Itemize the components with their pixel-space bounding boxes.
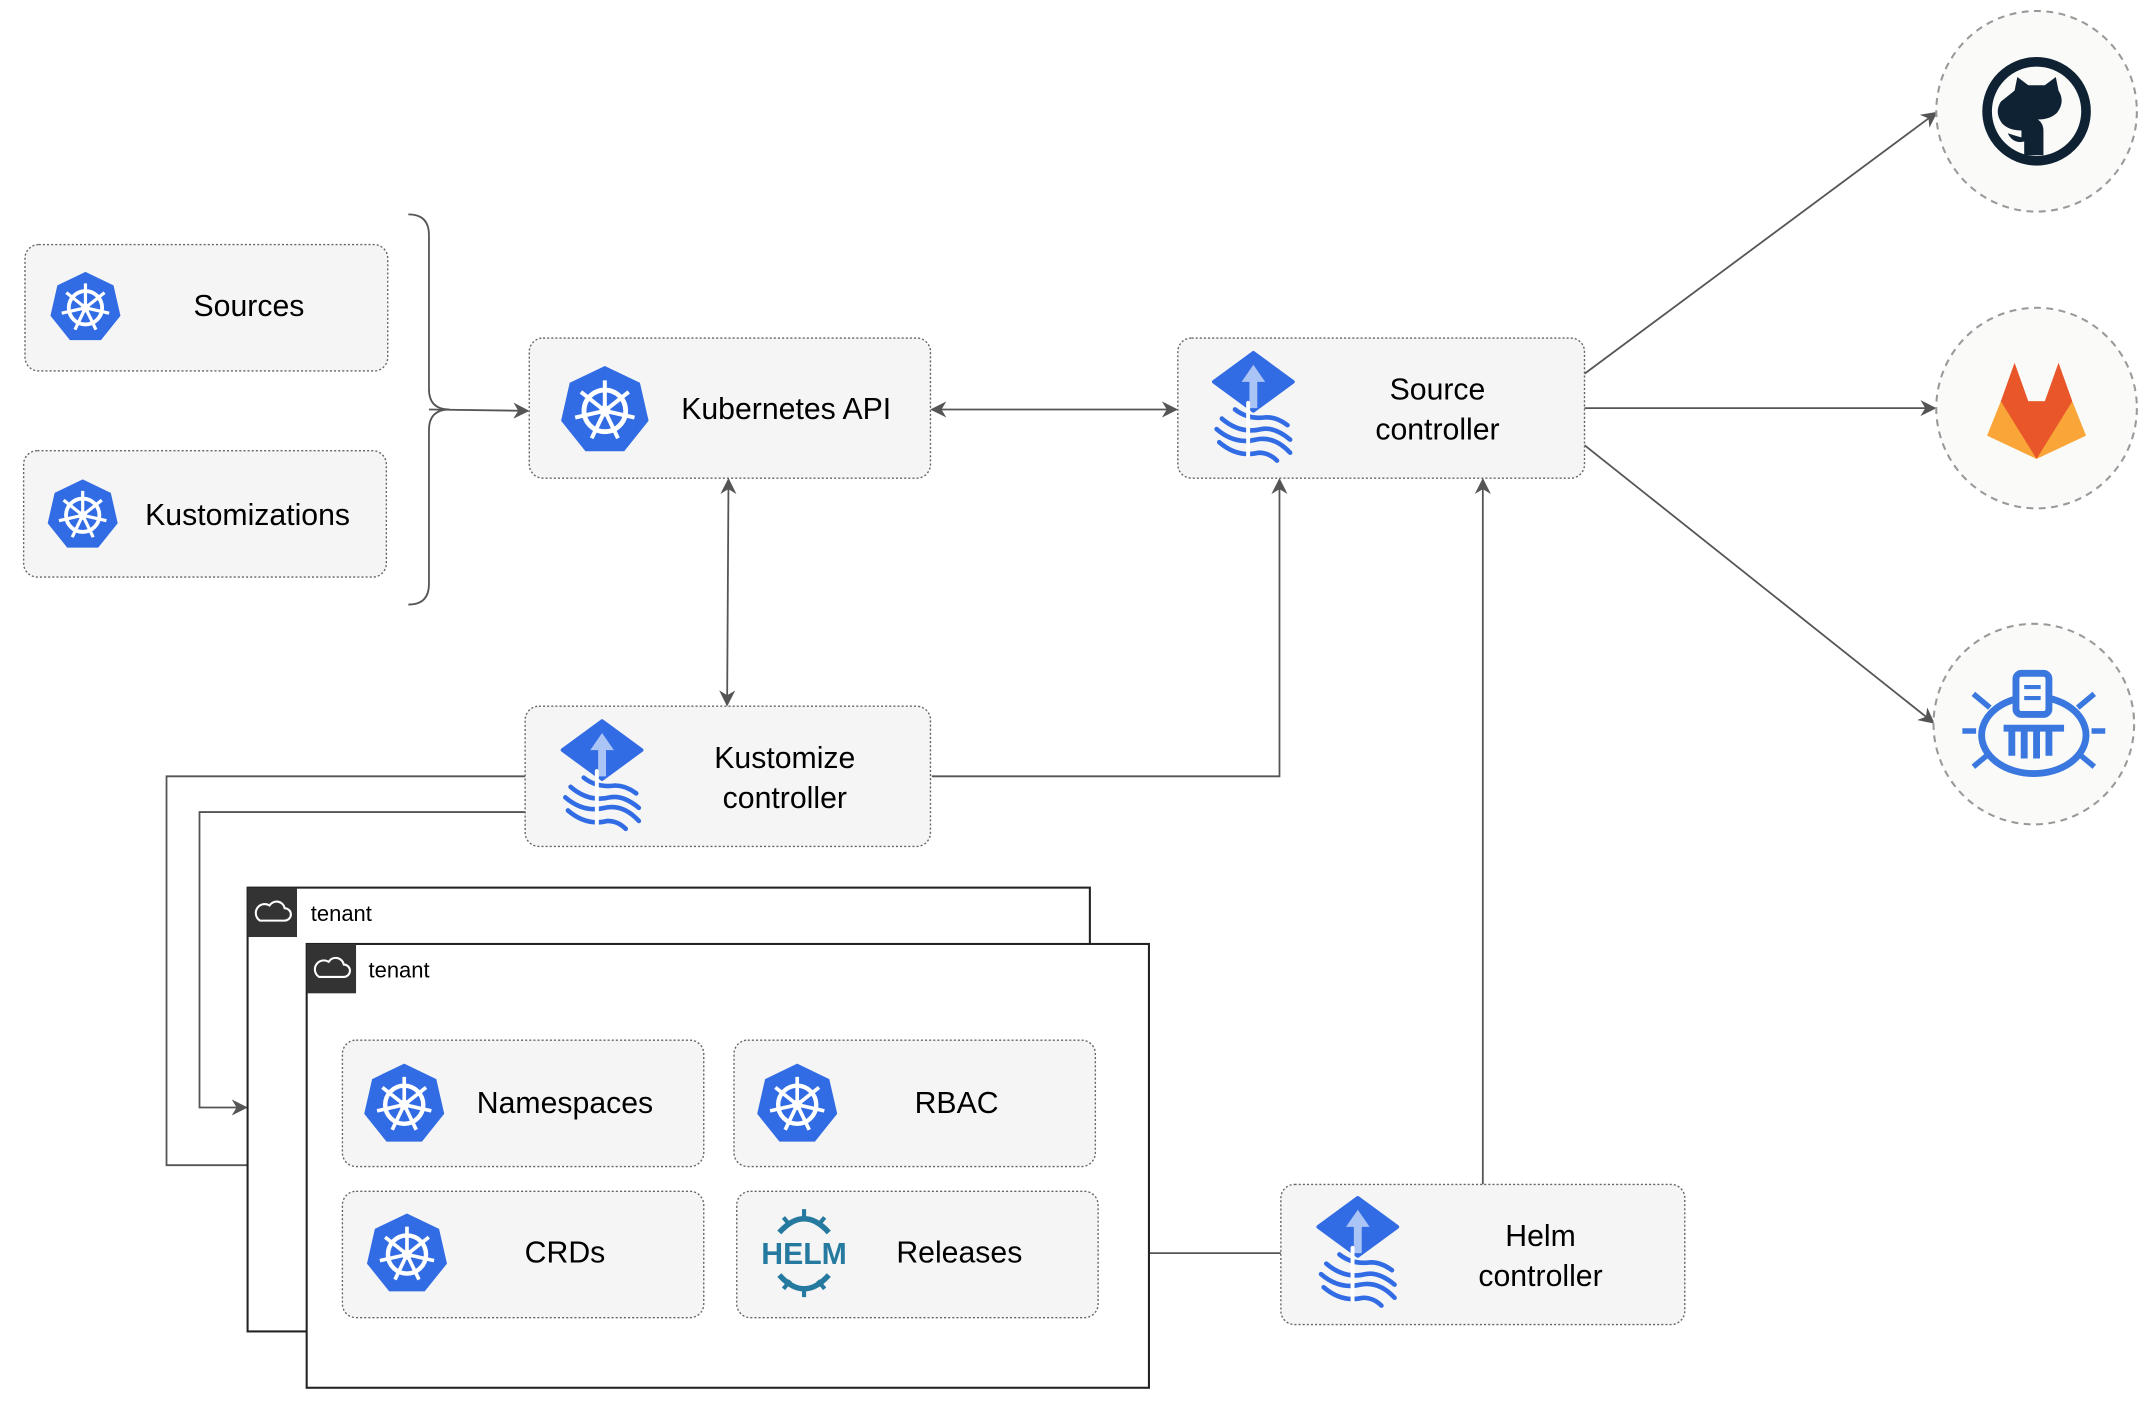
- svg-text:tenant: tenant: [311, 901, 372, 926]
- node-helm-controller[interactable]: Helm controller: [1280, 1183, 1686, 1326]
- github-icon: [1982, 57, 2091, 166]
- node-source-controller[interactable]: Source controller: [1177, 337, 1586, 479]
- svg-text:CRDs: CRDs: [525, 1237, 606, 1270]
- svg-text:Releases: Releases: [896, 1237, 1022, 1270]
- svg-text:Kustomize: Kustomize: [714, 742, 855, 775]
- svg-text:tenant: tenant: [369, 958, 430, 983]
- helm-icon: HELM: [761, 1209, 847, 1298]
- svg-text:controller: controller: [723, 782, 847, 815]
- helm-repository-node[interactable]: [1932, 622, 2136, 826]
- edge-source-github: [1583, 111, 1938, 375]
- svg-text:Kubernetes API: Kubernetes API: [681, 393, 891, 426]
- edge-kustomize-to-tenant-2: [165, 775, 526, 1174]
- svg-text:HELM: HELM: [761, 1238, 847, 1271]
- edge-crs-to-api: [428, 402, 530, 419]
- node-kustomize-controller[interactable]: Kustomize controller: [524, 705, 932, 848]
- cloud-icon: [306, 943, 357, 994]
- svg-text:controller: controller: [1478, 1260, 1602, 1293]
- node-crds[interactable]: CRDs: [341, 1190, 705, 1319]
- edge-source-helmrepo: [1583, 444, 1935, 724]
- node-rbac[interactable]: RBAC: [733, 1039, 1097, 1168]
- svg-text:RBAC: RBAC: [915, 1087, 999, 1120]
- node-sources[interactable]: Sources: [24, 243, 389, 372]
- edge-api-kustomize: [719, 477, 737, 707]
- node-kustomizations[interactable]: Kustomizations: [22, 449, 388, 578]
- svg-text:controller: controller: [1375, 414, 1499, 447]
- svg-text:Sources: Sources: [194, 290, 305, 323]
- svg-text:Source: Source: [1390, 374, 1486, 407]
- svg-text:Namespaces: Namespaces: [477, 1087, 653, 1120]
- gitlab-icon: [1987, 362, 2087, 459]
- edge-kustomize-to-source: [931, 477, 1288, 778]
- github-node[interactable]: [1935, 9, 2138, 213]
- svg-text:Helm: Helm: [1505, 1220, 1576, 1253]
- node-releases[interactable]: HELM Releases: [736, 1190, 1099, 1319]
- gitlab-node[interactable]: [1935, 306, 2138, 510]
- node-kubernetes-api[interactable]: Kubernetes API: [528, 337, 932, 479]
- node-namespaces[interactable]: Namespaces: [341, 1039, 705, 1168]
- helm-repository-icon: [1962, 669, 2106, 778]
- svg-text:Kustomizations: Kustomizations: [145, 499, 350, 532]
- edge-kustomize-to-tenant-1: [198, 811, 526, 1116]
- cloud-icon: [247, 887, 298, 938]
